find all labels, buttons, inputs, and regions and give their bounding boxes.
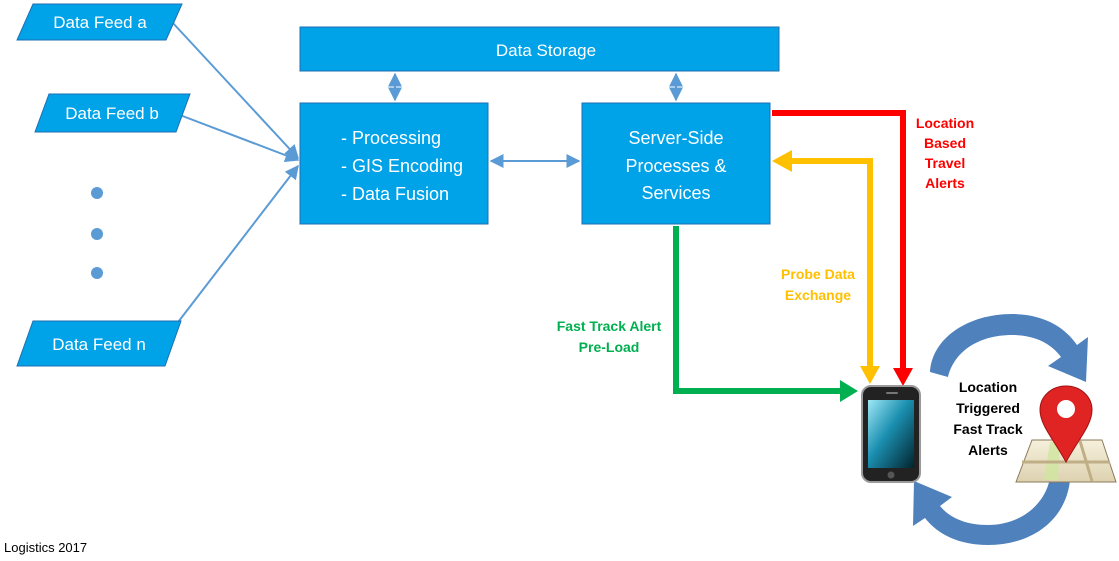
processing-box: - Processing - GIS Encoding - Data Fusio…	[299, 102, 489, 225]
map-pin-icon	[1039, 385, 1093, 464]
footer-caption: Logistics 2017	[4, 540, 88, 555]
feed-connectors	[171, 21, 300, 331]
location-alerts-line-3: Travel	[925, 155, 965, 171]
data-storage-label: Data Storage	[496, 41, 596, 60]
data-storage-box: Data Storage	[299, 26, 780, 72]
connector-feed-b	[171, 111, 300, 163]
connector-feed-n	[171, 164, 299, 331]
location-alerts-line-2: Based	[924, 135, 966, 151]
more-feeds-ellipsis	[91, 187, 103, 279]
data-feed-n-label: Data Feed n	[52, 335, 146, 354]
cycle-arrow-icon	[913, 314, 1088, 545]
mobile-phone-icon	[861, 385, 921, 483]
server-line-1: Server-Side	[628, 128, 723, 148]
fast-track-preload-line-1: Fast Track Alert	[557, 318, 662, 334]
server-line-3: Services	[641, 183, 710, 203]
location-alerts-label: Location Based Travel Alerts	[916, 115, 974, 191]
server-line-2: Processes &	[625, 156, 726, 176]
location-alerts-arrow	[772, 110, 913, 386]
probe-exchange-arrow	[772, 150, 880, 384]
cycle-label: Location Triggered Fast Track Alerts	[953, 379, 1022, 458]
data-feed-n: Data Feed n	[16, 320, 182, 367]
processing-line-1: - Processing	[341, 128, 441, 148]
fast-track-preload-arrow	[673, 226, 858, 402]
data-feed-b-label: Data Feed b	[65, 104, 159, 123]
processing-line-2: - GIS Encoding	[341, 156, 463, 176]
data-feed-b: Data Feed b	[34, 93, 191, 133]
fast-track-preload-line-2: Pre-Load	[579, 339, 640, 355]
probe-exchange-label: Probe Data Exchange	[781, 266, 855, 303]
cycle-line-4: Alerts	[968, 442, 1008, 458]
location-alerts-line-1: Location	[916, 115, 974, 131]
probe-exchange-line-1: Probe Data	[781, 266, 855, 282]
processing-line-3: - Data Fusion	[341, 184, 449, 204]
cycle-line-1: Location	[959, 379, 1017, 395]
data-feed-a-label: Data Feed a	[53, 13, 147, 32]
connector-feed-a	[171, 21, 299, 160]
location-alerts-line-4: Alerts	[925, 175, 965, 191]
server-side-box: Server-Side Processes & Services	[581, 102, 771, 225]
data-feed-a: Data Feed a	[16, 3, 183, 41]
cycle-line-2: Triggered	[956, 400, 1020, 416]
cycle-line-3: Fast Track	[953, 421, 1022, 437]
fast-track-preload-label: Fast Track Alert Pre-Load	[557, 318, 662, 355]
bidirectional-connectors	[388, 72, 683, 168]
probe-exchange-line-2: Exchange	[785, 287, 851, 303]
